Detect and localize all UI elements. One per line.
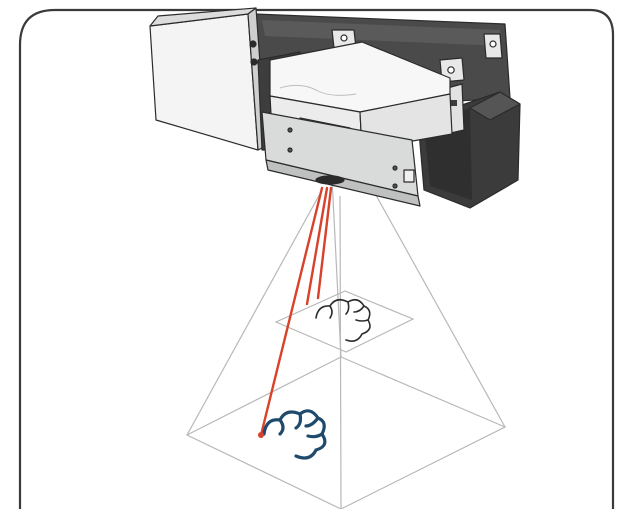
near-cloud-shape [315,298,371,342]
lens-aperture [315,175,345,185]
laser-beam-near-1 [305,186,329,306]
laser-beams [259,186,333,437]
mounting-tab-1 [331,29,357,49]
frustum-edge-front [339,195,342,509]
mounting-tab-3 [483,33,503,59]
projection-frustum [185,177,507,509]
device-left-panel [149,13,259,151]
frustum-edge-back [331,177,342,358]
far-cloud-shape [262,409,327,460]
near-plane [274,290,415,353]
laser-beam-near-2 [316,186,333,300]
far-plane [185,356,507,509]
figure-border [18,8,615,509]
projector-device [149,7,521,209]
laser-beam-far [259,186,324,437]
far-beam-spot [258,432,264,438]
frustum-edge-left [186,189,323,436]
frustum-edge-right [371,187,506,428]
